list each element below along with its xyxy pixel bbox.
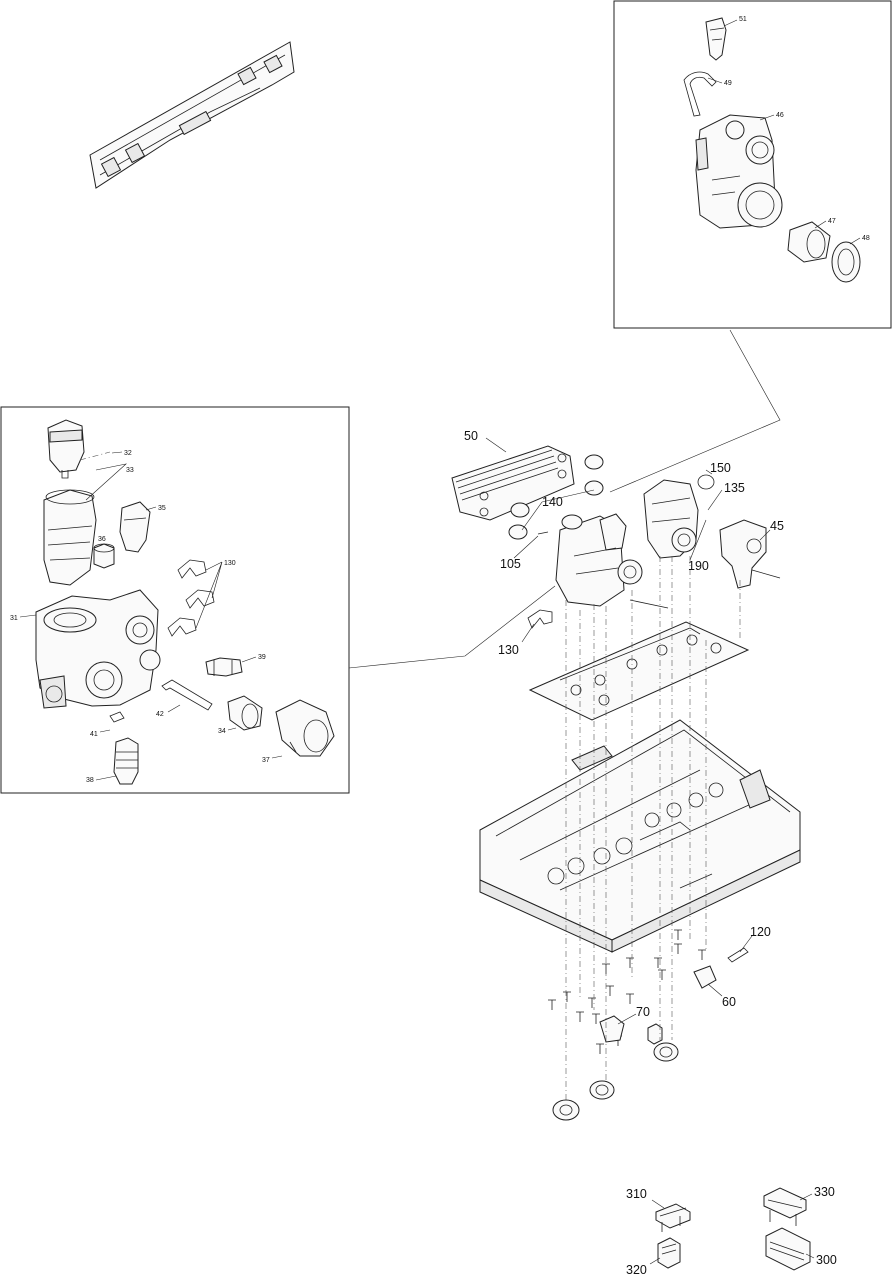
callout-330: 330 (814, 1185, 835, 1199)
callout-47: 47 (828, 218, 836, 225)
callout-130: 130 (498, 643, 519, 657)
callout-320: 320 (626, 1263, 647, 1277)
callout-60: 60 (722, 995, 736, 1009)
callout-42: 42 (156, 711, 164, 718)
callout-70: 70 (636, 1005, 650, 1019)
callout-49: 49 (724, 80, 732, 87)
callout-36: 36 (98, 536, 106, 543)
mounting-bracket (89, 41, 295, 189)
callout-34: 34 (218, 728, 226, 735)
callout-38: 38 (86, 777, 94, 784)
inset-left-connector (348, 585, 556, 669)
callout-130-inset: 130 (224, 560, 236, 567)
callout-140: 140 (542, 495, 563, 509)
leaders-main (485, 437, 771, 1025)
callout-35: 35 (158, 505, 166, 512)
callout-39: 39 (258, 654, 266, 661)
callout-300: 300 (816, 1253, 837, 1267)
leaders-inset-top (707, 19, 861, 245)
leaders-inset-left (19, 451, 283, 781)
callout-150: 150 (710, 461, 731, 475)
callout-310: 310 (626, 1187, 647, 1201)
inset-top-right (613, 0, 892, 329)
callout-31: 31 (10, 615, 18, 622)
inset-left (0, 406, 350, 794)
callout-32: 32 (124, 450, 132, 457)
callout-45: 45 (770, 519, 784, 533)
inset-top-connector (609, 329, 781, 493)
callout-51: 51 (739, 16, 747, 23)
callout-33: 33 (126, 467, 134, 474)
callout-120: 120 (750, 925, 771, 939)
callout-46: 46 (776, 112, 784, 119)
assembly-axes (565, 556, 741, 1100)
callout-41: 41 (90, 731, 98, 738)
callout-190: 190 (688, 559, 709, 573)
screw-set (548, 929, 706, 1054)
callout-105: 105 (500, 557, 521, 571)
callout-48: 48 (862, 235, 870, 242)
main-assembly (451, 445, 801, 1121)
leaders-connectors (649, 1193, 815, 1265)
callout-135: 135 (724, 481, 745, 495)
connectors (655, 1187, 811, 1271)
callout-37: 37 (262, 757, 270, 764)
callout-50: 50 (464, 429, 478, 443)
